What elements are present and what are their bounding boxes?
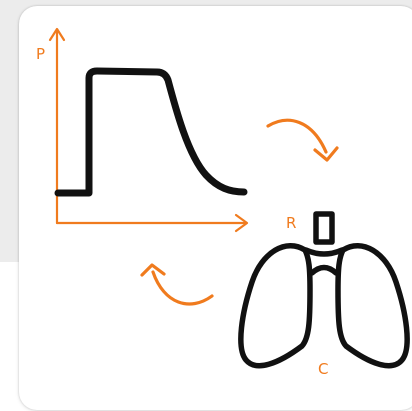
curved-arrow-right-icon: [268, 120, 337, 160]
pressure-waveform-icon: [58, 71, 244, 193]
curved-arrow-left-icon: [142, 265, 212, 304]
lungs-icon: [241, 214, 407, 366]
label-compliance: C: [318, 360, 328, 378]
label-resistance: R: [286, 214, 296, 232]
pressure-axes: [50, 29, 247, 231]
label-pressure: P: [36, 45, 45, 63]
